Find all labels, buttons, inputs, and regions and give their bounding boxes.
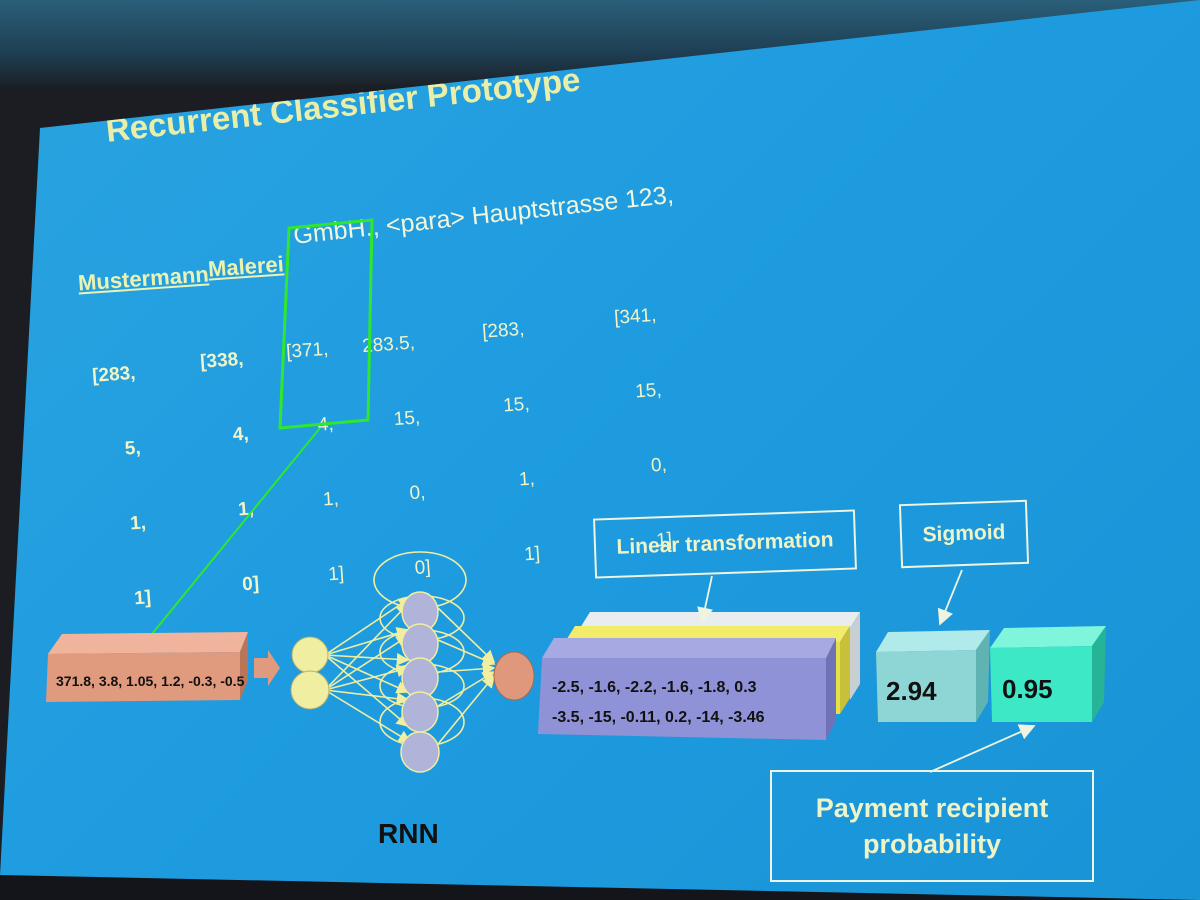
rnn-input-node [291,671,329,709]
linear-output-row-2: -3.5, -15, -0.11, 0.2, -14, -3.46 [552,709,765,726]
token-highlight-box [280,220,372,428]
highlight-connector-line [152,428,320,634]
linear-transformation-label: Linear transformation [593,509,857,578]
output-label-arrow [930,726,1034,772]
sigmoid-label-arrow [940,570,962,624]
embedding-box [46,632,248,702]
embedding-to-rnn-arrow [254,650,280,686]
rnn-hidden-node [402,692,438,732]
rnn-output-node [494,652,534,700]
rnn-hidden-node [401,732,439,772]
rnn-input-node [292,637,328,673]
embedding-values: 371.8, 3.8, 1.05, 1.2, -0.3, -0.5 [56,673,245,689]
sigmoid-label: Sigmoid [899,500,1029,568]
rnn-label: RNN [378,818,439,850]
linear-output-row-1: -2.5, -1.6, -2.2, -1.6, -1.8, 0.3 [552,679,757,696]
payment-recipient-label-line-1: Payment recipient [816,790,1049,826]
sigmoid-output-value: 0.95 [1002,674,1053,704]
payment-recipient-label: Payment recipient probability [770,770,1094,882]
sigmoid-input-value: 2.94 [886,676,937,706]
payment-recipient-label-line-2: probability [863,826,1001,862]
